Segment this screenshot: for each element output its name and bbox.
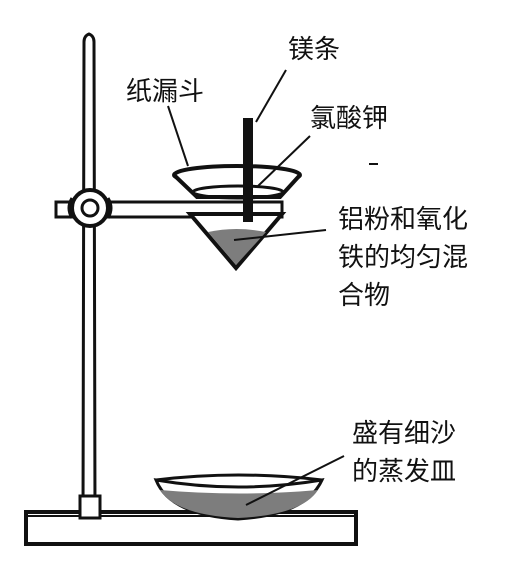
leader-chlorate [257, 135, 311, 187]
label-mixture-line1: 铝粉和氧化 [338, 205, 468, 235]
leader-funnel [167, 105, 189, 167]
leader-lines [167, 69, 345, 506]
leader-dish [245, 455, 345, 506]
stand-base [24, 510, 358, 546]
paper-funnel-top [172, 164, 302, 200]
label-dish-line1: 盛有细沙 [352, 419, 456, 449]
leader-mixture [233, 229, 327, 241]
label-magnesium-strip: 镁条 [288, 35, 340, 65]
label-filter-funnel: 纸漏斗 [126, 77, 204, 107]
label-mixture-line2: 铁的均匀混 [338, 243, 468, 273]
mixture-cone [185, 212, 287, 272]
evaporating-dish [153, 473, 325, 521]
label-mixture-line3: 合物 [338, 281, 390, 311]
leader-magnesium [255, 69, 287, 123]
label-potassium-chlorate: 氯酸钾 [310, 104, 388, 134]
magnesium-strip [243, 118, 253, 222]
stand-rod [78, 32, 102, 520]
label-dish-line2: 的蒸发皿 [352, 457, 456, 487]
